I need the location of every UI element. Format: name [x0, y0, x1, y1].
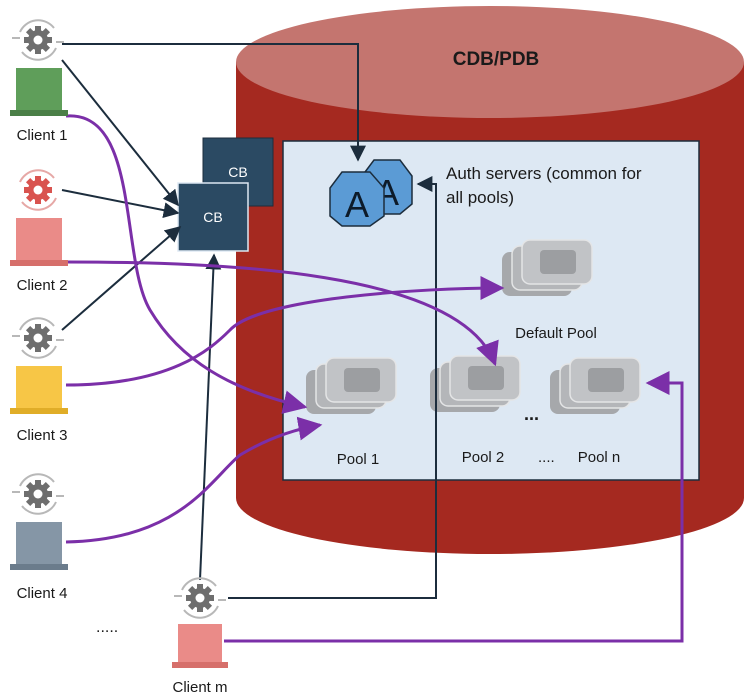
client-ellipsis: .....: [96, 619, 118, 636]
client-m: Client m: [172, 577, 228, 696]
pooln-label: Pool n: [578, 449, 621, 466]
auth-server-icon-1: A: [329, 171, 385, 227]
client3-to-default-pool-line: [65, 276, 505, 387]
cb-label-2: CB: [228, 164, 247, 180]
client4-screen: [16, 522, 62, 566]
clientm-to-auth-line: [228, 176, 437, 599]
client2-screen: [16, 218, 62, 262]
client1-to-pool1-line: [65, 114, 308, 414]
client2-to-pool2-line: [65, 260, 499, 367]
client1-screen: [16, 68, 62, 112]
connection-broker-1: CB: [177, 182, 249, 252]
clientm-base: [172, 662, 228, 668]
client3-gear-icon: [11, 317, 65, 359]
default-pool-icon: [501, 239, 593, 297]
cb-label-1: CB: [203, 209, 222, 225]
clientm-to-pooln-line: [224, 371, 684, 643]
auth-servers-label-line1: Auth servers (common for: [446, 164, 642, 183]
client3-label: Client 3: [17, 427, 68, 444]
client4-base: [10, 564, 68, 570]
client-2: Client 2: [10, 169, 68, 294]
client-1: Client 1: [10, 19, 68, 144]
client2-label: Client 2: [17, 277, 68, 294]
client1-to-auth-line: [62, 43, 366, 162]
auth-letter-1: A: [345, 184, 369, 225]
client1-base: [10, 110, 68, 116]
client1-label: Client 1: [17, 127, 68, 144]
client4-to-pool1-line: [65, 416, 323, 544]
client3-base: [10, 408, 68, 414]
clientm-screen: [178, 624, 222, 664]
client3-to-cb-line: [61, 225, 182, 331]
pool2-label: Pool 2: [462, 449, 505, 466]
default-pool-label: Default Pool: [515, 325, 597, 342]
client4-label: Client 4: [17, 585, 68, 602]
client2-gear-icon: [19, 169, 57, 211]
clientm-gear-icon: [173, 577, 227, 619]
client3-screen: [16, 366, 62, 410]
clientm-label: Client m: [172, 679, 227, 696]
client2-to-cb-line: [61, 189, 180, 219]
pooln-icon: [549, 357, 641, 415]
cdb-title: CDB/PDB: [453, 49, 540, 70]
client-4: Client 4: [10, 473, 68, 602]
auth-servers-label-line2: all pools): [446, 188, 514, 207]
client-3: Client 3: [10, 317, 68, 444]
clientm-to-cb-line: [199, 253, 222, 581]
pool1-icon: [305, 357, 397, 415]
client1-gear-icon: [11, 19, 65, 61]
pool2-icon: [429, 355, 521, 413]
pool1-label: Pool 1: [337, 451, 380, 468]
pool-ellipsis-top: ...: [524, 404, 539, 424]
client2-base: [10, 260, 68, 266]
pool-ellipsis-bottom: ....: [538, 449, 555, 466]
client4-gear-icon: [11, 473, 65, 515]
client1-to-cb-line: [61, 59, 179, 207]
